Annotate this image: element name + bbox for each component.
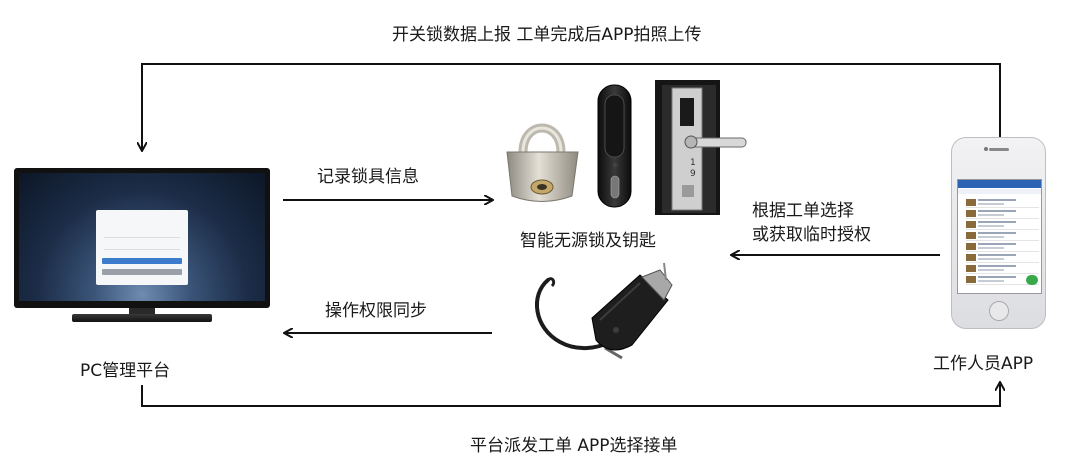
- list-item: [966, 231, 1039, 241]
- authorize-edge-label-line2: 或获取临时授权: [752, 225, 871, 245]
- authorize-edge-label-line1: 根据工单选择: [752, 201, 854, 221]
- app-header-bar: [958, 180, 1041, 188]
- login-dialog: [96, 210, 188, 285]
- password-field: [104, 244, 180, 250]
- monitor-bezel: [14, 168, 270, 308]
- floating-action-button: [1026, 275, 1038, 285]
- list-item: [966, 198, 1039, 208]
- handle-lock-icon: 1 9: [655, 80, 747, 215]
- monitor-screen: [19, 173, 265, 301]
- staff-app-label: 工作人员APP: [933, 354, 1034, 374]
- app-tab-strip: [958, 189, 1041, 194]
- monitor-stand-neck: [129, 308, 155, 314]
- bottom-edge-label: 平台派发工单 APP选择接单: [470, 436, 678, 456]
- svg-text:9: 9: [690, 169, 696, 179]
- list-item: [966, 275, 1039, 285]
- smart-door-lock-icon: [597, 84, 632, 208]
- sync-edge-label: 操作权限同步: [325, 301, 427, 321]
- smartphone: [951, 137, 1046, 329]
- list-item: [966, 220, 1039, 230]
- electronic-key-icon: [534, 262, 673, 360]
- monitor-stand-base: [72, 314, 212, 322]
- list-item: [966, 253, 1039, 263]
- list-item: [966, 209, 1039, 219]
- list-item: [966, 242, 1039, 252]
- record-edge-label: 记录锁具信息: [317, 167, 419, 187]
- top-return-arrow: [142, 63, 1001, 150]
- earpiece-speaker: [989, 148, 1009, 151]
- username-field: [104, 232, 180, 238]
- login-button: [102, 258, 182, 264]
- bottom-dispatch-arrow: [141, 383, 1000, 407]
- svg-text:1: 1: [690, 158, 696, 168]
- pc-monitor: [14, 168, 270, 330]
- cancel-button: [102, 269, 182, 275]
- front-camera-icon: [984, 147, 988, 151]
- top-edge-label: 开关锁数据上报 工单完成后APP拍照上传: [392, 25, 702, 45]
- pc-platform-label: PC管理平台: [80, 361, 171, 381]
- padlock-icon: [506, 123, 579, 202]
- lock-and-key-label: 智能无源锁及钥匙: [520, 231, 656, 251]
- home-button: [989, 301, 1009, 321]
- phone-screen: [957, 179, 1042, 294]
- list-item: [966, 264, 1039, 274]
